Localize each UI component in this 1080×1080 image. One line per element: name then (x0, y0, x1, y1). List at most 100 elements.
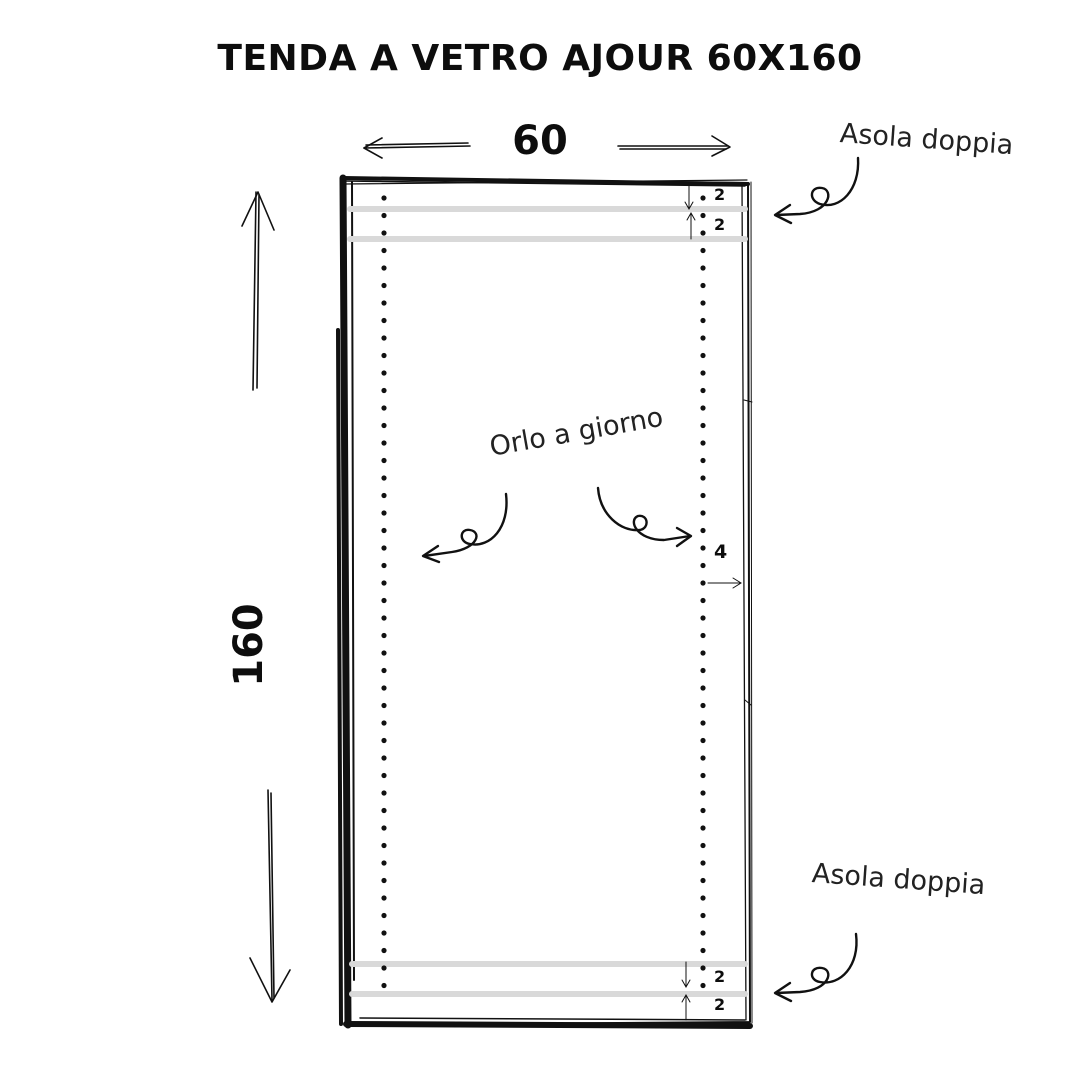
hemstitch-dot (700, 615, 706, 621)
hemstitch-dot (700, 195, 706, 201)
hemstitch-dot (381, 895, 387, 901)
hemstitch-dot (700, 580, 706, 586)
hemstitch-dot (381, 615, 387, 621)
top-measure-arrows (684, 181, 696, 240)
hemstitch-line-right (700, 195, 706, 989)
hemstitch-dot (381, 282, 387, 289)
hemstitch-dot (381, 825, 387, 831)
hemstitch-dot (700, 807, 706, 814)
hemstitch-dot (700, 545, 706, 551)
hemstitch-dot (381, 195, 387, 201)
hemstitch-dot (381, 860, 387, 866)
hemstitch-dot (700, 387, 706, 394)
hemstitch-dot (700, 212, 706, 219)
hemstitch-dot (381, 667, 387, 674)
hemstitch-dot (700, 825, 706, 831)
hemstitch-dot (700, 527, 706, 534)
hemstitch-dot (381, 807, 387, 814)
hemstitch-dot (700, 352, 706, 359)
hemstitch-dot (700, 930, 706, 936)
hemstitch-dot (381, 230, 387, 236)
hemstitch-dot (381, 947, 387, 954)
hemstitch-dot (700, 790, 706, 796)
hemstitch-dot (381, 370, 387, 376)
arrow-up-icon (241, 191, 275, 391)
hemstitch-dot (381, 247, 387, 254)
hemstitch-dot (700, 720, 706, 726)
hemstitch-dot (381, 265, 387, 271)
hemstitch-dot (381, 877, 387, 884)
hemstitch-dot (381, 702, 387, 709)
hemstitch-dot (700, 230, 706, 236)
hemstitch-dot (381, 440, 387, 446)
arrow-left-icon (363, 137, 471, 159)
hemstitch-dot (381, 632, 387, 639)
hemstitch-dot (381, 737, 387, 744)
hemstitch-dot (381, 545, 387, 551)
hemstitch-dot (381, 597, 387, 604)
height-dimension-label: 160 (226, 603, 272, 687)
curly-arrow-icon (421, 492, 508, 564)
hemstitch-dot (381, 422, 387, 429)
hemstitch-dot (381, 317, 387, 324)
hemstitch-dot (700, 405, 706, 411)
hemstitch-dot (700, 650, 706, 656)
hemstitch-dot (700, 632, 706, 639)
hemstitch-dot (381, 912, 387, 919)
bottom-loop-bands (349, 961, 748, 997)
measure-top-a: 2 (714, 185, 726, 204)
hemstitch-dot (381, 405, 387, 411)
hemstitch-dot (381, 492, 387, 499)
curly-arrow-icon (773, 156, 860, 225)
hemstitch-line-left (381, 195, 387, 989)
curly-arrow-icon (773, 932, 858, 1003)
side-measure-arrow (707, 577, 742, 589)
measure-top-b: 2 (714, 215, 726, 234)
hemstitch-dot (700, 895, 706, 901)
width-dimension-label: 60 (512, 118, 568, 164)
hemstitch-dot (381, 527, 387, 534)
hemstitch-dot (700, 912, 706, 919)
hemstitch-dot (700, 755, 706, 761)
hemstitch-dot (381, 300, 387, 306)
hemstitch-dot (700, 982, 706, 989)
hemstitch-dot (381, 212, 387, 219)
hemstitch-dot (700, 702, 706, 709)
hemstitch-dot (700, 685, 706, 691)
hemstitch-dot (381, 772, 387, 779)
hemstitch-dot (381, 562, 387, 569)
hemstitch-dot (700, 667, 706, 674)
hemstitch-dot (381, 930, 387, 936)
page-title: TENDA A VETRO AJOUR 60X160 (217, 38, 863, 79)
hemstitch-dot (700, 440, 706, 446)
hemstitch-dot (700, 772, 706, 779)
hemstitch-dot (700, 877, 706, 884)
hemstitch-dot (381, 685, 387, 691)
hemstitch-dot (700, 475, 706, 481)
hemstitch-dot (700, 562, 706, 569)
hemstitch-dot (700, 422, 706, 429)
hemstitch-dot (700, 457, 706, 464)
hemstitch-dot (700, 947, 706, 954)
hemstitch-dot (381, 580, 387, 586)
hemstitch-dot (700, 247, 706, 254)
hemstitch-dot (381, 510, 387, 516)
arrow-down-icon (249, 789, 291, 1003)
bottom-measure-arrows (681, 961, 691, 1021)
hemstitch-dot (700, 335, 706, 341)
measure-bottom-b: 2 (714, 995, 726, 1014)
hemstitch-dot (381, 965, 387, 971)
top-loop-bands (347, 206, 748, 242)
hemstitch-dot (700, 265, 706, 271)
hemstitch-dot (700, 842, 706, 849)
hemstitch-dot (381, 982, 387, 989)
hemstitch-dot (381, 842, 387, 849)
hemstitch-dot (700, 317, 706, 324)
hemstitch-dot (700, 492, 706, 499)
hemstitch-dot (700, 860, 706, 866)
hemstitch-dot (381, 650, 387, 656)
hemstitch-dot (700, 737, 706, 744)
hemstitch-dot (700, 965, 706, 971)
